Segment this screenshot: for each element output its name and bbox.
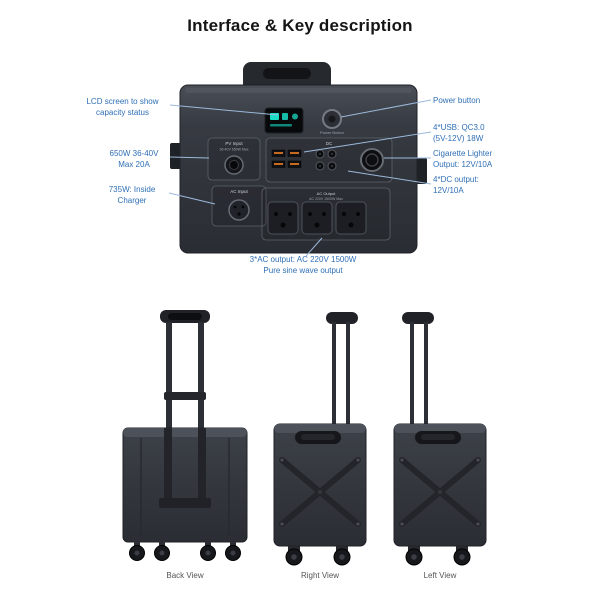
right-side-tab xyxy=(415,158,427,184)
ac-socket xyxy=(267,201,299,235)
body-top-highlight xyxy=(185,88,412,93)
ac-socket xyxy=(335,201,367,235)
back-view-illustration xyxy=(122,310,248,561)
ac-input-port: AC Input xyxy=(211,185,267,227)
trolley-handle xyxy=(326,312,358,425)
callout-usb-output: 4*USB: QC3.0 (5V-12V) 18W xyxy=(433,123,485,143)
carry-handle-recess xyxy=(263,68,311,79)
casters xyxy=(129,540,241,561)
ac-socket xyxy=(301,201,333,235)
dc-jacks xyxy=(315,149,337,171)
page-title: Interface & Key description xyxy=(187,16,413,35)
pv-input-sublabel: 36-40V 650W Max xyxy=(220,148,249,152)
ac-output-sublabel: AC 220V 1500W Max xyxy=(309,197,343,201)
callout-pv-input: 650W 36-40V Max 20A xyxy=(109,149,159,169)
right-view-caption: Right View xyxy=(300,571,340,580)
cigarette-lighter-socket xyxy=(360,148,384,172)
left-view-caption: Left View xyxy=(423,571,457,580)
back-view-caption: Back View xyxy=(166,571,204,580)
trolley-handle xyxy=(160,310,210,430)
cabinet xyxy=(273,423,367,547)
power-station-front: Power Button PV Input 36-40V 650W Max AC… xyxy=(170,62,427,254)
pv-input-port: PV Input 36-40V 650W Max xyxy=(207,137,261,181)
cabinet xyxy=(393,423,487,547)
callout-ac-output: 3*AC output: AC 220V 1500W Pure sine wav… xyxy=(249,255,357,275)
trolley-handle xyxy=(402,312,434,425)
power-button-panel-label: Power Button xyxy=(320,130,344,135)
dc-output-section: DC xyxy=(265,137,393,183)
power-button: Power Button xyxy=(320,109,344,135)
pv-input-label: PV Input xyxy=(225,141,243,146)
callout-cigarette-lighter: Cigarette Lighter Output: 12V/10A xyxy=(433,149,493,169)
right-view-illustration xyxy=(273,312,367,566)
callout-lcd-screen: LCD screen to show capacity status xyxy=(86,97,159,117)
casters xyxy=(405,546,471,566)
callout-dc-output: 4*DC output: 12V/10A xyxy=(433,175,479,195)
usb-ports xyxy=(271,149,302,168)
ac-output-section: AC Output AC 220V 1500W Max xyxy=(261,187,391,241)
dc-section-label: DC xyxy=(326,141,333,146)
callout-inside-charger: 735W: Inside Charger xyxy=(108,185,156,205)
device-interface-diagram: Power Button PV Input 36-40V 650W Max AC… xyxy=(168,62,432,257)
lcd-screen xyxy=(264,107,304,134)
cabinet xyxy=(122,427,248,543)
left-side-tab xyxy=(170,143,182,169)
callout-power-button: Power button xyxy=(433,96,481,105)
left-view-illustration xyxy=(393,312,487,566)
ac-input-label: AC Input xyxy=(230,189,248,194)
ac-output-label: AC Output xyxy=(317,191,337,196)
leader-lines xyxy=(168,99,432,257)
casters xyxy=(285,546,351,566)
